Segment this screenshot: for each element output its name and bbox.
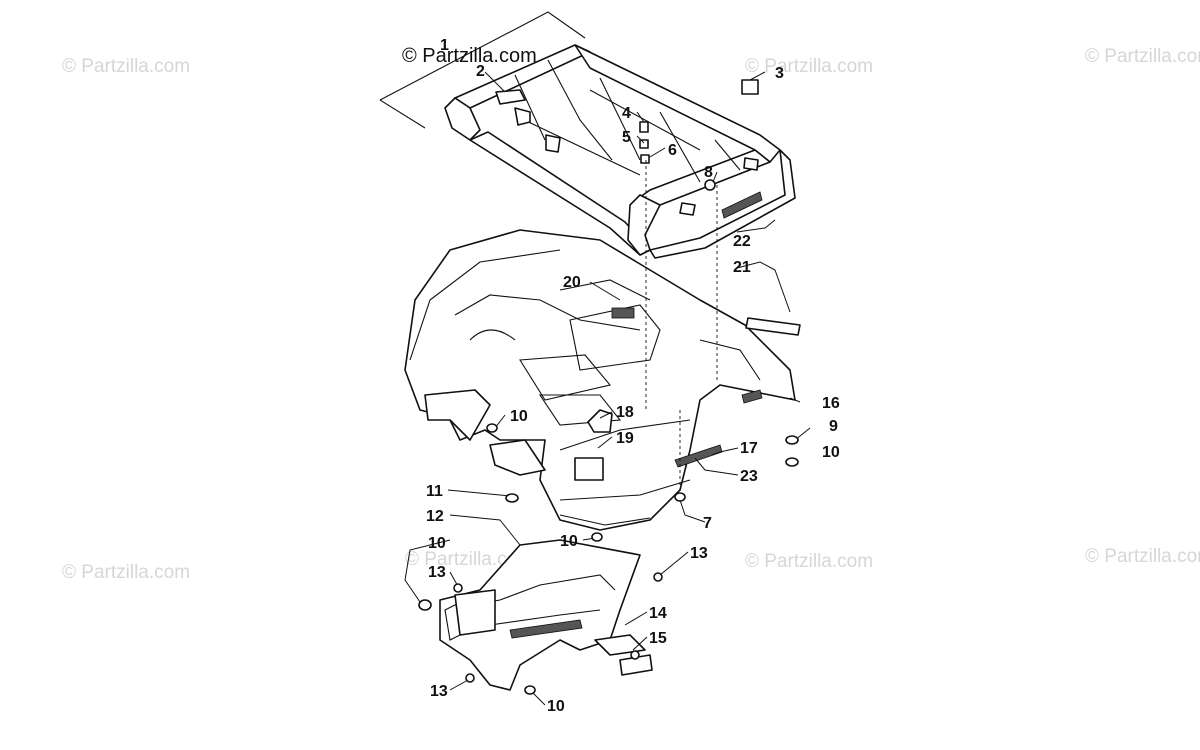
hardware xyxy=(418,423,799,695)
callout-22: 22 xyxy=(733,233,751,250)
watermark-top-left: © Partzilla.com xyxy=(62,56,190,77)
callout-11: 11 xyxy=(426,483,443,500)
rear-fender xyxy=(404,229,801,531)
footwell xyxy=(439,539,653,691)
watermark-top-right: © Partzilla.com xyxy=(1085,46,1200,67)
callout-10c: 10 xyxy=(560,533,578,550)
callout-1: 1 xyxy=(440,37,449,54)
callout-14: 14 xyxy=(649,605,667,622)
rack-boundary-lines xyxy=(379,11,586,129)
watermark-bottom-left: © Partzilla.com xyxy=(62,562,190,583)
callout-21: 21 xyxy=(733,259,751,276)
callout-3: 3 xyxy=(775,65,784,82)
callout-16: 16 xyxy=(822,395,840,412)
watermarks: © Partzilla.com © Partzilla.com © Partzi… xyxy=(62,46,1200,583)
main-watermark: © Partzilla.com xyxy=(402,45,537,67)
callout-8: 8 xyxy=(704,164,713,181)
callout-17: 17 xyxy=(740,440,758,457)
leader-lines xyxy=(404,71,811,706)
callout-23: 23 xyxy=(740,468,758,485)
callout-20: 20 xyxy=(563,274,581,291)
callout-5: 5 xyxy=(622,129,631,146)
callout-13c: 13 xyxy=(430,683,448,700)
callout-6: 6 xyxy=(668,142,677,159)
callout-13a: 13 xyxy=(690,545,708,562)
rear-rack xyxy=(444,44,796,259)
callout-10d: 10 xyxy=(428,535,446,552)
callout-18: 18 xyxy=(616,404,634,421)
callout-13b: 13 xyxy=(428,564,446,581)
callout-2: 2 xyxy=(476,63,485,80)
callout-15: 15 xyxy=(649,630,667,647)
alignment-lines xyxy=(645,160,718,495)
watermark-lower-middle: © Partzilla.com xyxy=(405,549,533,570)
watermark-bottom-center: © Partzilla.com xyxy=(745,551,873,572)
callout-12: 12 xyxy=(426,508,444,525)
watermark-bottom-right: © Partzilla.com xyxy=(1085,546,1200,567)
callouts: 1 2 3 4 5 6 8 22 21 20 16 9 10 10 18 19 … xyxy=(426,37,840,715)
callout-4: 4 xyxy=(622,105,631,122)
watermark-top-center: © Partzilla.com xyxy=(745,56,873,77)
callout-10b: 10 xyxy=(510,408,528,425)
callout-9: 9 xyxy=(829,418,838,435)
callout-10e: 10 xyxy=(547,698,565,715)
callout-10a: 10 xyxy=(822,444,840,461)
callout-19: 19 xyxy=(616,430,634,447)
callout-7: 7 xyxy=(703,515,712,532)
